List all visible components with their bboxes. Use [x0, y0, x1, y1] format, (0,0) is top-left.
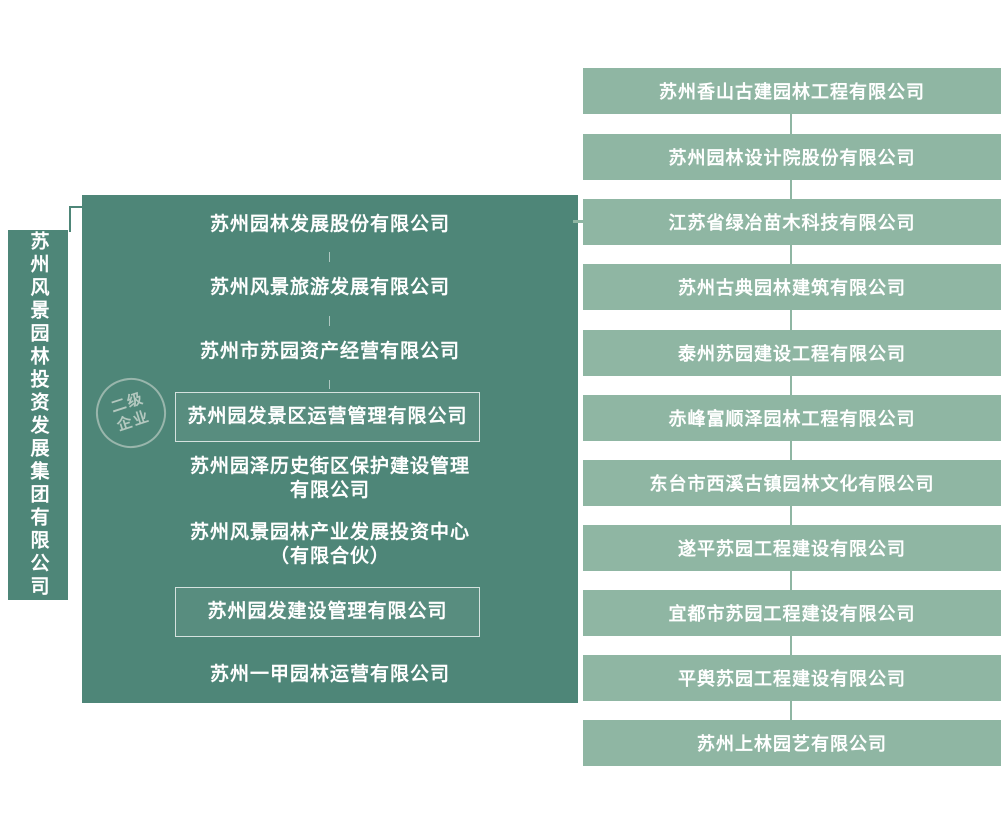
affiliate-connector — [790, 506, 792, 525]
affiliate-node: 泰州苏园建设工程有限公司 — [583, 330, 1001, 376]
affiliate-connector — [790, 441, 792, 460]
affiliate-connector — [790, 180, 792, 199]
affiliate-node: 苏州古典园林建筑有限公司 — [583, 264, 1001, 310]
parent-connector-horizontal — [69, 206, 84, 208]
parent-company-name: 苏州风景园林投资发展集团有限公司 — [27, 231, 49, 599]
affiliate-connector — [790, 701, 792, 720]
affiliate-node: 宜都市苏园工程建设有限公司 — [583, 590, 1001, 636]
subsidiary-node-boxed: 苏州园发建设管理有限公司 — [175, 587, 480, 637]
affiliate-node: 苏州上林园艺有限公司 — [583, 720, 1001, 766]
affiliate-connector — [790, 376, 792, 395]
row-connector-dash — [329, 252, 330, 262]
watermark-text: 二级 企业 — [109, 390, 153, 436]
affiliate-connector — [790, 636, 792, 655]
affiliate-connector — [790, 571, 792, 590]
affiliate-connector — [790, 310, 792, 330]
row-connector-dash — [329, 316, 330, 326]
affiliate-node: 东台市西溪古镇园林文化有限公司 — [583, 460, 1001, 506]
affiliate-connector — [790, 114, 792, 134]
panel-to-affiliates-connector — [573, 220, 585, 223]
affiliate-node: 赤峰富顺泽园林工程有限公司 — [583, 395, 1001, 441]
subsidiary-node: 苏州园泽历史街区保护建设管理 有限公司 — [189, 456, 470, 501]
affiliate-node: 江苏省绿冶苗木科技有限公司 — [583, 199, 1001, 245]
affiliates-column: 苏州香山古建园林工程有限公司 苏州园林设计院股份有限公司 江苏省绿冶苗木科技有限… — [583, 0, 1001, 833]
subsidiary-node-boxed: 苏州园发景区运营管理有限公司 — [175, 392, 480, 442]
affiliate-node: 苏州园林设计院股份有限公司 — [583, 134, 1001, 180]
parent-connector-vertical — [69, 206, 71, 232]
subsidiary-node: 苏州园林发展股份有限公司 — [209, 214, 450, 236]
subsidiary-node: 苏州一甲园林运营有限公司 — [209, 664, 450, 686]
affiliate-node: 遂平苏园工程建设有限公司 — [583, 525, 1001, 571]
subsidiary-node: 苏州风景园林产业发展投资中心 （有限合伙） — [189, 522, 470, 567]
subsidiary-node: 苏州市苏园资产经营有限公司 — [199, 341, 460, 363]
subsidiary-node: 苏州风景旅游发展有限公司 — [209, 277, 450, 299]
affiliate-node: 苏州香山古建园林工程有限公司 — [583, 68, 1001, 114]
subsidiaries-panel: 苏州园林发展股份有限公司 苏州风景旅游发展有限公司 苏州市苏园资产经营有限公司 … — [82, 195, 578, 703]
affiliate-node: 平舆苏园工程建设有限公司 — [583, 655, 1001, 701]
affiliate-connector — [790, 245, 792, 264]
parent-company-node: 苏州风景园林投资发展集团有限公司 — [8, 230, 68, 600]
row-connector-dash — [329, 380, 330, 389]
